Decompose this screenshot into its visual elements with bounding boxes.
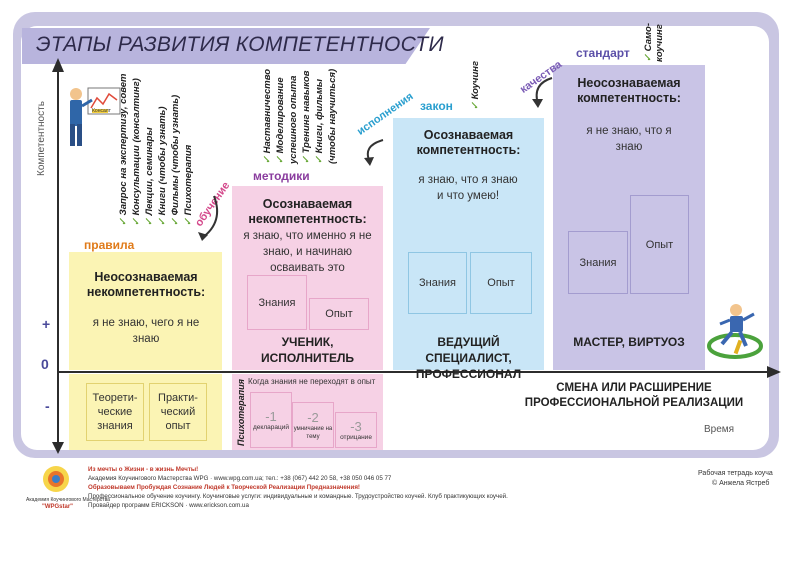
tag-standard: стандарт bbox=[576, 46, 630, 60]
self-coaching-label: ✓ Само-коучинг bbox=[643, 23, 665, 62]
tick-plus: + bbox=[42, 316, 51, 332]
negative-item-3-label: отрицание bbox=[340, 434, 372, 441]
tag-methods: методики bbox=[253, 169, 310, 183]
negative-item-2-label: умничание на тему bbox=[293, 425, 333, 440]
methods-list-4: ✓ Тренинг навыков bbox=[301, 70, 312, 164]
stage-conscious-incompetence bbox=[232, 186, 383, 370]
stage-2-experience-box: Опыт bbox=[309, 298, 369, 330]
stage-conscious-competence bbox=[393, 118, 544, 370]
logo-text: Академия Коучингового Мастерства bbox=[26, 497, 110, 503]
negative-item-1-label: деклараций bbox=[253, 424, 289, 431]
negative-zone-yellow bbox=[69, 374, 222, 450]
workbook-title: Рабочая тетрадь коуча bbox=[698, 470, 773, 477]
footer-line-5: Провайдер программ ERICKSON · www.ericks… bbox=[88, 502, 249, 509]
learning-list-1: ✓ Запрос на экспертизу, совет bbox=[118, 73, 129, 226]
title-band bbox=[22, 28, 430, 64]
x-axis bbox=[57, 371, 769, 373]
footer-line-2: Академия Коучингового Мастерства WPG · w… bbox=[88, 475, 392, 482]
methods-list-2: ✓ Моделирование bbox=[275, 77, 286, 164]
learning-list-2: ✓ Консультации (консалтинг) bbox=[131, 78, 142, 226]
stage-2-text: я знаю, что именно я не знаю, и начинаю … bbox=[243, 230, 372, 274]
logo-brand: "WPGstar" bbox=[42, 504, 74, 510]
y-axis bbox=[57, 68, 59, 446]
stage-2-knowledge-box: Знания bbox=[247, 275, 307, 330]
presenter-illustration bbox=[70, 87, 121, 146]
learning-list-5: ✓ Фильмы (чтобы узнать) bbox=[170, 94, 181, 226]
stage-2-role: УЧЕНИК, ИСПОЛНИТЕЛЬ bbox=[260, 335, 355, 365]
methods-list-1: ✓ Наставничество bbox=[262, 68, 273, 164]
stage-unconscious-competence bbox=[553, 65, 705, 370]
stage-3-knowledge-box: Знания bbox=[408, 252, 467, 314]
tick-minus: - bbox=[45, 398, 50, 414]
negative-item-1-num: -1 bbox=[265, 409, 277, 424]
theory-knowledge-box: Теорети-ческие знания bbox=[86, 383, 144, 441]
stage-3-title: Осознаваемая компетентность: bbox=[416, 128, 521, 157]
learning-list-4: ✓ Книги (чтобы узнать) bbox=[157, 106, 168, 226]
footer-line-1: Из мечты о Жизни - в жизнь Мечты! bbox=[88, 466, 199, 473]
methods-list-6: (чтобы научиться) bbox=[327, 68, 338, 164]
stage-4-text: я не знаю, что я знаю bbox=[586, 125, 672, 153]
stage-4-knowledge-box: Знания bbox=[568, 231, 628, 294]
negative-item-1: -1 деклараций bbox=[250, 392, 292, 448]
x-axis-label: Время bbox=[704, 424, 735, 435]
change-label: СМЕНА ИЛИ РАСШИРЕНИЕ ПРОФЕССИОНАЛЬНОЙ РЕ… bbox=[524, 382, 744, 409]
when-knowledge-not-experience: Когда знания не переходят в опыт bbox=[248, 377, 376, 386]
y-axis-down-arrow bbox=[52, 442, 64, 454]
negative-item-2: -2 умничание на тему bbox=[292, 402, 334, 448]
stage-3-text: я знаю, что я знаю и что умею! bbox=[418, 174, 518, 202]
runner-illustration bbox=[707, 304, 763, 359]
stage-3-experience-box: Опыт bbox=[470, 252, 532, 314]
stage-4-experience-box: Опыт bbox=[630, 195, 689, 294]
page-title: ЭТАПЫ РАЗВИТИЯ КОМПЕТЕНТНОСТИ bbox=[36, 33, 444, 56]
tag-law: закон bbox=[420, 99, 453, 113]
stage-4-role: МАСТЕР, ВИРТУОЗ bbox=[573, 335, 685, 349]
tag-rules: правила bbox=[84, 238, 135, 252]
stage-1-text: я не знаю, чего я не знаю bbox=[92, 317, 200, 345]
y-axis-arrow bbox=[52, 58, 64, 72]
stage-3-role: ВЕДУЩИЙ СПЕЦИАЛИСТ, ПРОФЕССИОНАЛ bbox=[415, 335, 522, 381]
stage-2-title: Осознаваемая некомпетентность: bbox=[248, 197, 367, 226]
negative-item-2-num: -2 bbox=[307, 409, 319, 425]
stage-1-title: Неосознаваемая некомпетентность: bbox=[86, 270, 206, 299]
learning-list-3: ✓ Лекции, семинары bbox=[144, 127, 155, 226]
footer-line-4: Профессиональное обучение коучингу. Коуч… bbox=[88, 493, 508, 500]
learning-list-6: ✓ Психотерапия bbox=[183, 144, 194, 226]
footer-line-3: Образовываем Пробуждая Сознание Людей к … bbox=[88, 484, 360, 491]
figure-board-label: Консалт bbox=[92, 108, 111, 114]
tick-zero: 0 bbox=[41, 356, 49, 372]
methods-list-5: ✓ Книги, фильмы bbox=[314, 78, 325, 164]
methods-list-3: успешного опыта bbox=[288, 75, 299, 164]
practice-experience-box: Практи-ческий опыт bbox=[149, 383, 207, 441]
coaching-label: ✓ Коучинг bbox=[470, 60, 481, 110]
negative-item-3-num: -3 bbox=[350, 419, 362, 434]
copyright: © Анжела Ястреб bbox=[712, 480, 770, 487]
stage-unconscious-incompetence bbox=[69, 252, 222, 370]
x-axis-arrow bbox=[767, 366, 781, 378]
academy-logo bbox=[43, 466, 69, 492]
stage-4-title: Неосознаваемая компетентность: bbox=[577, 76, 681, 105]
negative-item-3: -3 отрицание bbox=[335, 412, 377, 448]
